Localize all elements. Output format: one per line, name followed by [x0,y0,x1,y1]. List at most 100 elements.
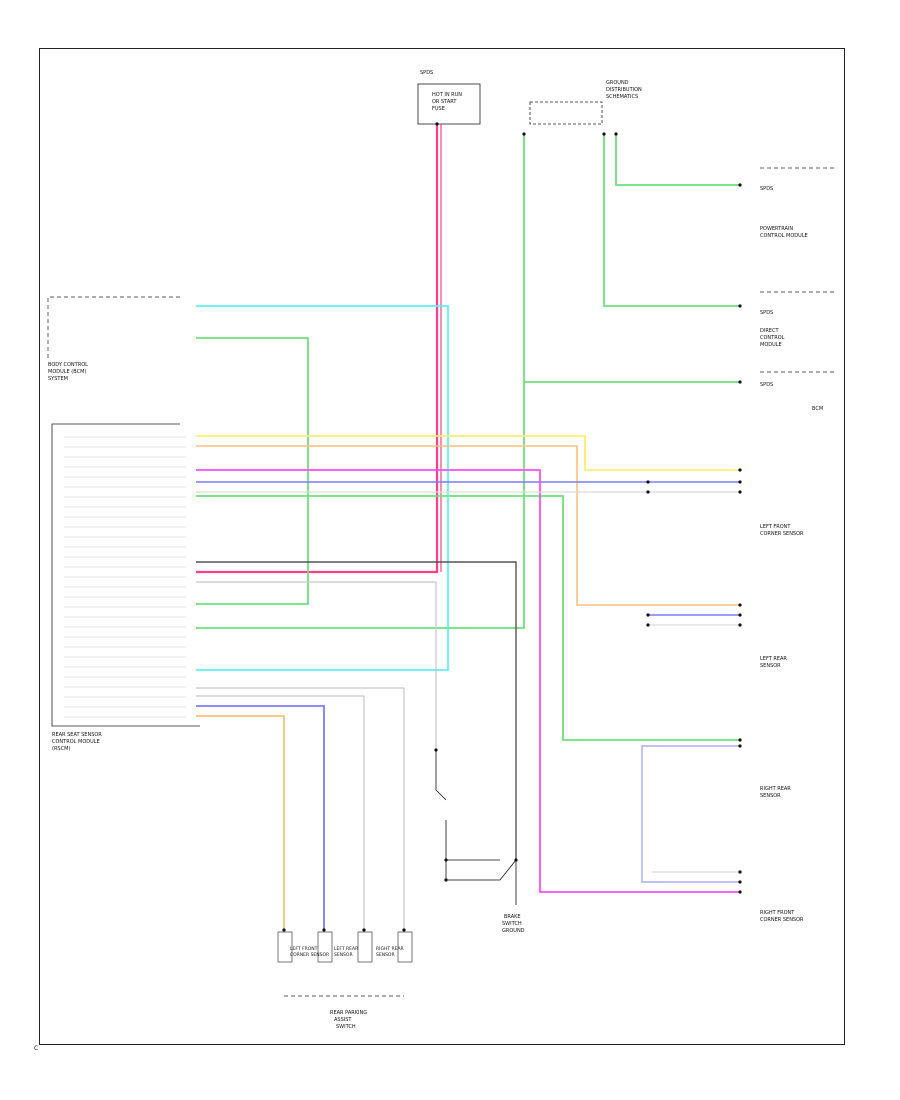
right-sensor-d-2: CORNER SENSOR [760,917,804,923]
connector-dot [738,623,742,627]
connector-dot [434,748,438,752]
right-2-line-3: CONTROL [760,335,785,341]
sensor-rr-line-1: RIGHT REAR [376,946,404,952]
top-fuse-line-1: HOT IN RUN [432,92,462,98]
connector-dot [646,490,650,494]
wire-yellow [196,435,740,471]
connector-dot [646,613,650,617]
top-fuse-label: SPDS [420,70,433,76]
right-sensor-d-1: RIGHT FRONT [760,910,795,916]
right-2-line-1: SPDS [760,310,773,316]
right-3-line-1: SPDS [760,382,773,388]
connector-dot [646,623,650,627]
wire-grey-3 [196,695,365,930]
ground-line-3: GROUND [502,928,525,934]
wire-cyan [196,305,449,671]
right-sensor-a-2: CORNER SENSOR [760,531,804,537]
wire-black-switch [435,750,517,881]
right-sensor-b-2: SENSOR [760,663,781,669]
wire-green-right-rf [196,495,740,741]
right-2-line-2: DIRECT [760,328,779,334]
rscm-line-1: REAR SEAT SENSOR [52,732,102,738]
top-fuse-line-2: OR START [432,99,457,105]
sensor-lr-line-2: SENSOR [334,952,353,958]
ground-dist-line-1: GROUND [606,80,629,86]
right-component-1: SPDS POWERTRAIN CONTROL MODULE [760,167,835,239]
bcm-line-3: SYSTEM [48,376,68,382]
wire-orange-lower [196,715,285,930]
connector-dot [738,738,742,742]
right-1-line-1: SPDS [760,186,773,192]
wire-orange-upper [196,445,740,606]
sensor-lf-line-1: LEFT FRONT [290,946,318,952]
top-fuse-line-3: FUSE [432,106,445,112]
right-1-line-3: CONTROL MODULE [760,233,808,239]
connector-dot [362,928,366,932]
right-sensor-a-1: LEFT FRONT [760,524,791,530]
wire-green-bcm-rscm [196,337,309,605]
connector-dot [435,122,439,126]
connector-dot [738,480,742,484]
rscm-box: REAR SEAT SENSOR CONTROL MODULE (RSCM) [51,423,200,752]
right-sensor-b-1: LEFT REAR [760,656,787,662]
sensor-lf-line-2: CORNER SENSOR [290,952,329,958]
connector-dot [614,132,618,136]
right-sensor-c-2: SENSOR [760,793,781,799]
wires [196,124,740,930]
wire-blue-right [641,745,740,883]
sensor-rr-line-2: SENSOR [376,952,395,958]
connector-dot [738,603,742,607]
connector-dot [282,928,286,932]
rscm-line-3: (RSCM) [52,746,70,752]
connector-dot [444,878,448,882]
bcm-line-1: BODY CONTROL [48,362,88,368]
connector-dots [282,122,742,932]
sensor-lr-line-1: LEFT REAR [334,946,358,952]
ground-dist-line-3: SCHEMATICS [606,94,638,100]
top-fuse-box: SPDS HOT IN RUN OR START FUSE [417,70,481,125]
connector-dot [522,132,526,136]
right-sensor-labels: LEFT FRONT CORNER SENSOR LEFT REAR SENSO… [760,524,804,923]
bcm-box: BODY CONTROL MODULE (BCM) SYSTEM [47,296,180,382]
wire-magenta [196,469,740,893]
connector-dot [738,183,742,187]
top-right-box: GROUND DISTRIBUTION SCHEMATICS [529,80,642,125]
connector-dot [738,744,742,748]
rscm-pin-labels [64,436,186,718]
cluster-line-1: REAR PARKING [330,1010,367,1016]
bottom-center-ground: BRAKE SWITCH GROUND [502,860,525,934]
rscm-line-2: CONTROL MODULE [52,739,100,745]
connector-dot [738,613,742,617]
bcm-line-2: MODULE (BCM) [48,369,86,375]
page-code: C [34,1045,39,1052]
diagram-frame [39,48,845,1045]
right-component-3: SPDS BCM [760,371,835,412]
wire-dark [196,561,517,860]
right-3-line-2: BCM [812,406,823,412]
connector-dot [738,880,742,884]
wire-green-trunk [196,134,525,629]
connector-dot [646,480,650,484]
connector-dot [402,928,406,932]
wire-pink-main [196,124,439,574]
connector-dot [738,870,742,874]
ground-dist-line-2: DISTRIBUTION [606,87,642,93]
connector-dot [738,304,742,308]
right-component-2: SPDS DIRECT CONTROL MODULE [760,291,835,348]
right-1-line-2: POWERTRAIN [760,226,793,232]
ground-line-2: SWITCH [502,921,522,927]
wire-grey-1 [196,581,437,750]
connector-dot [322,928,326,932]
wire-grey-2 [196,687,405,930]
right-2-line-4: MODULE [760,342,782,348]
ground-line-1: BRAKE [504,914,521,920]
wire-green-right-2 [603,134,740,307]
connector-dot [738,468,742,472]
connector-dot [738,490,742,494]
cluster-line-3: SWITCH [336,1024,356,1030]
connector-dot [738,380,742,384]
connector-dot [738,890,742,894]
right-sensor-c-1: RIGHT REAR [760,786,791,792]
wire-blue-lower [196,705,325,930]
